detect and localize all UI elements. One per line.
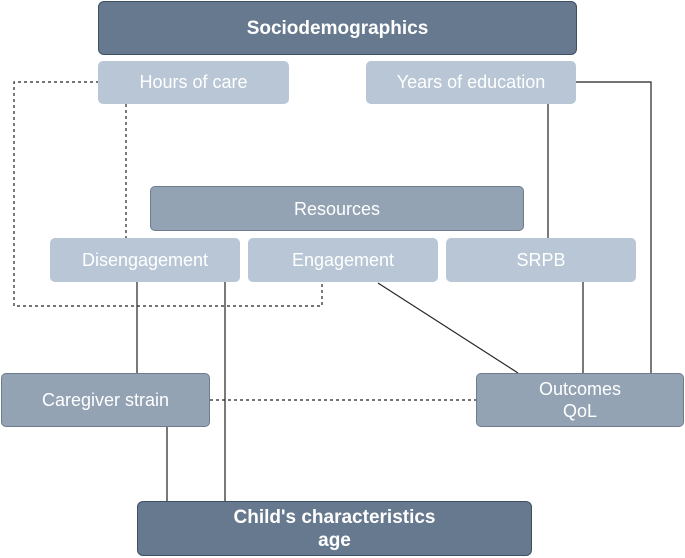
child-characteristics-text: Child's characteristics age bbox=[234, 506, 436, 552]
srpb-box: SRPB bbox=[446, 238, 636, 282]
hours-of-care-box: Hours of care bbox=[98, 61, 289, 104]
engagement-box: Engagement bbox=[248, 238, 438, 282]
disengagement-label: Disengagement bbox=[81, 249, 209, 270]
sociodemographics-label: Sociodemographics bbox=[246, 17, 429, 39]
engagement-label: Engagement bbox=[291, 249, 395, 270]
qol-label: QoL bbox=[562, 401, 598, 421]
child-characteristics-box: Child's characteristics age bbox=[137, 501, 532, 556]
resources-label: Resources bbox=[293, 198, 381, 219]
years-of-education-box: Years of education bbox=[366, 61, 576, 104]
disengagement-box: Disengagement bbox=[50, 238, 240, 282]
resources-box: Resources bbox=[150, 186, 524, 231]
outcomes-label: Outcomes bbox=[538, 379, 622, 399]
child-characteristics-label: Child's characteristics bbox=[233, 506, 436, 528]
hours-of-care-label: Hours of care bbox=[139, 72, 248, 92]
caregiver-strain-label: Caregiver strain bbox=[41, 390, 170, 410]
outcomes-text: Outcomes QoL bbox=[539, 378, 621, 422]
age-label: age bbox=[318, 529, 351, 551]
connector-engagement-outcomes bbox=[377, 282, 519, 374]
outcomes-box: Outcomes QoL bbox=[476, 373, 684, 427]
caregiver-strain-box: Caregiver strain bbox=[1, 373, 210, 427]
dashed-connector-hours-engagement bbox=[13, 81, 323, 307]
srpb-label: SRPB bbox=[516, 249, 566, 270]
years-of-education-label: Years of education bbox=[396, 72, 546, 92]
connector-education-outcomes bbox=[576, 81, 652, 373]
sociodemographics-box: Sociodemographics bbox=[98, 1, 577, 55]
